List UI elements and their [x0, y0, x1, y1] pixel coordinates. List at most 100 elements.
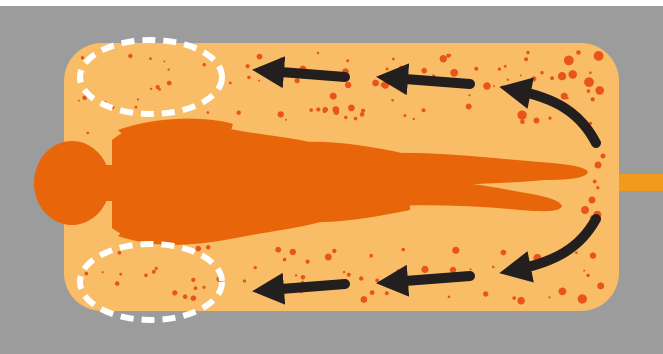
particle-dot — [360, 112, 365, 117]
particle-dot — [403, 114, 406, 117]
particle-dot — [149, 57, 152, 60]
particle-dot — [295, 274, 297, 276]
particle-dot — [517, 297, 525, 305]
particle-dot — [601, 154, 606, 159]
particle-dot — [102, 271, 104, 273]
particle-dot — [470, 268, 472, 270]
particle-dot — [325, 254, 332, 261]
particle-dot — [334, 109, 340, 115]
particle-dot — [450, 69, 458, 77]
particle-dot — [348, 105, 355, 112]
particle-dot — [191, 278, 195, 282]
particle-dot — [512, 296, 516, 300]
particle-dot — [158, 88, 161, 91]
particle-dot — [492, 266, 495, 269]
particle-dot — [150, 88, 152, 90]
particle-dot — [540, 71, 543, 74]
particle-dot — [524, 57, 528, 61]
particle-dot — [135, 106, 138, 109]
particle-dot — [172, 290, 177, 295]
particle-dot — [128, 54, 132, 58]
particle-dot — [369, 254, 373, 258]
particle-dot — [493, 85, 495, 87]
particle-dot — [247, 76, 250, 79]
particle-dot — [593, 180, 597, 184]
flow-arrow-bottom-middle — [392, 276, 470, 282]
particle-dot — [520, 120, 525, 125]
particle-dot — [401, 248, 405, 252]
particle-dot — [278, 111, 284, 117]
particle-dot — [595, 86, 604, 95]
particle-dot — [483, 82, 491, 90]
particle-dot — [243, 279, 246, 282]
particle-dot — [332, 249, 336, 253]
particle-dot — [167, 81, 172, 86]
particle-dot — [361, 296, 368, 303]
particle-dot — [316, 107, 320, 111]
particle-dot — [317, 52, 320, 55]
particle-dot — [586, 274, 589, 277]
particle-dot — [561, 93, 568, 100]
particle-dot — [323, 107, 328, 112]
particle-dot — [474, 67, 478, 71]
particle-dot — [372, 80, 379, 87]
particle-dot — [501, 85, 504, 88]
particle-dot — [448, 296, 451, 299]
particle-dot — [386, 68, 389, 71]
particle-dot — [440, 55, 447, 62]
particle-dot — [229, 82, 232, 85]
particle-dot — [115, 281, 120, 286]
particle-dot — [191, 295, 197, 301]
particle-dot — [527, 278, 530, 281]
particle-dot — [78, 100, 80, 102]
particle-dot — [558, 72, 566, 80]
particle-dot — [507, 79, 509, 81]
particle-dot — [202, 286, 205, 289]
particle-dot — [290, 249, 296, 255]
particle-dot — [359, 276, 363, 280]
particle-dot — [87, 132, 90, 135]
particle-dot — [501, 250, 507, 256]
particle-dot — [564, 56, 574, 66]
particle-dot — [203, 63, 206, 66]
particle-dot — [578, 294, 587, 303]
particle-dot — [347, 273, 351, 277]
particle-dot — [581, 206, 589, 214]
particle-dot — [534, 118, 540, 124]
particle-dot — [285, 119, 287, 121]
particle-dot — [391, 99, 394, 102]
particle-dot — [595, 162, 602, 169]
particle-dot — [591, 97, 595, 101]
particle-dot — [413, 118, 415, 120]
particle-dot — [559, 288, 567, 296]
particle-dot — [584, 77, 594, 87]
particle-dot — [237, 111, 241, 115]
particle-dot — [550, 76, 554, 80]
particle-dot — [196, 246, 202, 252]
particle-dot — [118, 251, 122, 255]
flow-arrow-bottom-left — [268, 284, 345, 290]
particle-dot — [279, 57, 284, 62]
particle-dot — [452, 247, 459, 254]
flow-arrow-top-left — [268, 71, 345, 77]
particle-dot — [330, 93, 337, 100]
particle-dot — [590, 252, 596, 258]
particle-dot — [144, 274, 148, 278]
particle-dot — [168, 68, 170, 70]
particle-dot — [370, 290, 375, 295]
particle-dot — [399, 66, 403, 70]
particle-dot — [301, 275, 306, 280]
particle-dot — [381, 83, 385, 87]
particle-dot — [466, 104, 472, 110]
particle-dot — [137, 98, 139, 100]
particle-dot — [422, 108, 426, 112]
particle-dot — [575, 251, 578, 254]
particle-dot — [343, 271, 345, 273]
particle-dot — [446, 54, 450, 58]
particle-dot — [526, 51, 529, 54]
particle-dot — [483, 291, 488, 296]
particle-dot — [597, 282, 604, 289]
particle-dot — [589, 71, 592, 74]
particle-dot — [589, 197, 596, 204]
